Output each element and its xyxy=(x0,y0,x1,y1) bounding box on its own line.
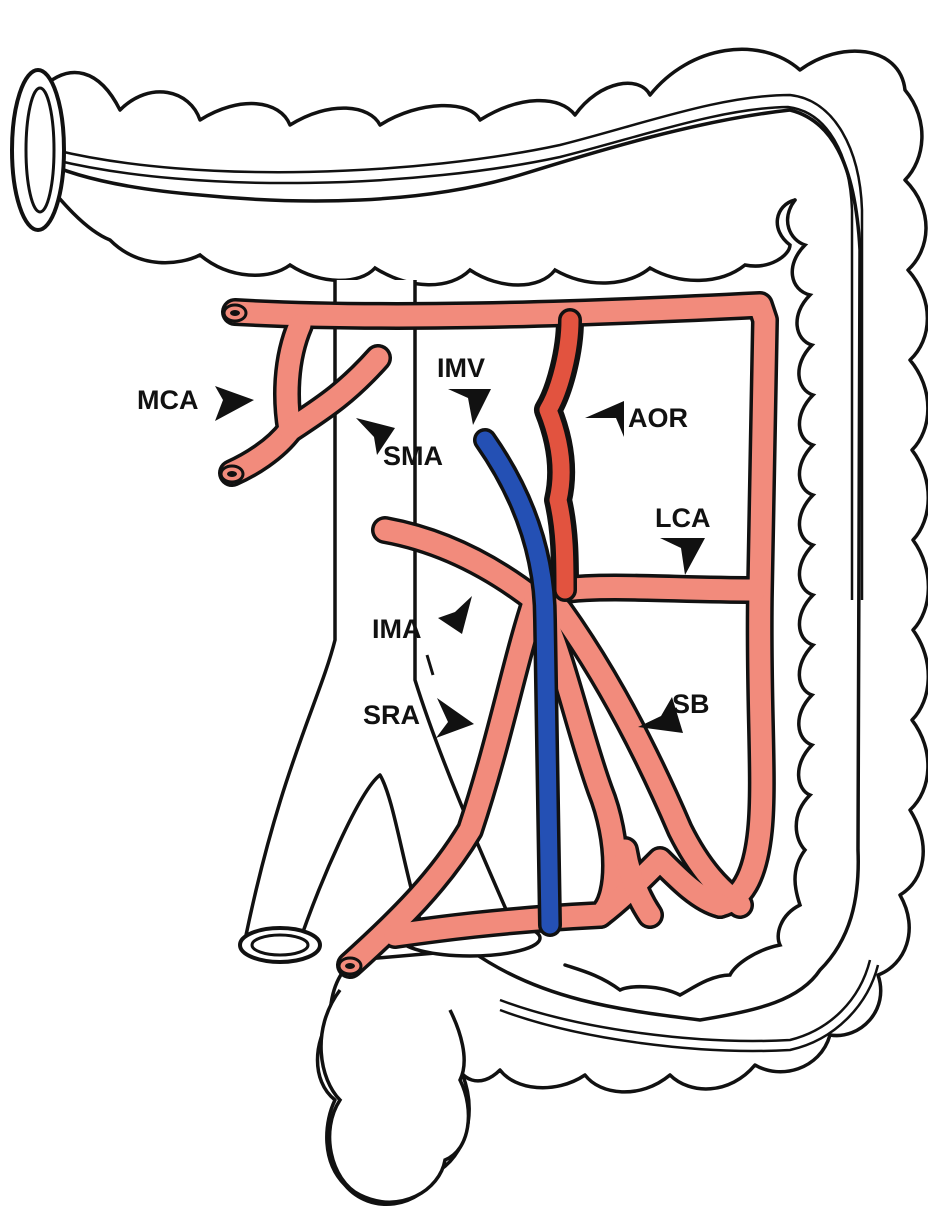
label-imv: IMV xyxy=(437,353,485,383)
label-mca: MCA xyxy=(137,385,199,415)
label-sb: SB xyxy=(672,689,710,719)
rectum xyxy=(321,990,468,1202)
vessel-cut-end xyxy=(345,963,355,969)
colon-lumen xyxy=(26,88,54,212)
colon-outline xyxy=(40,49,928,1204)
arrowhead-icon xyxy=(448,389,491,425)
label-sra: SRA xyxy=(363,700,420,730)
aorta-dash xyxy=(427,655,433,675)
arrowhead-icon xyxy=(438,596,472,634)
arrowhead-icon xyxy=(436,698,474,738)
iliac-lumen xyxy=(252,935,308,955)
arrowhead-icon xyxy=(660,538,705,575)
arrowhead-icon xyxy=(585,401,624,437)
arrowhead-icon xyxy=(215,386,254,421)
vessel-cut-end xyxy=(230,310,240,316)
label-ima: IMA xyxy=(372,614,422,644)
label-lca: LCA xyxy=(655,503,711,533)
label-aor: AOR xyxy=(628,403,688,433)
label-sma: SMA xyxy=(383,441,443,471)
colon xyxy=(12,49,928,1204)
vessel-cut-end xyxy=(227,471,237,477)
